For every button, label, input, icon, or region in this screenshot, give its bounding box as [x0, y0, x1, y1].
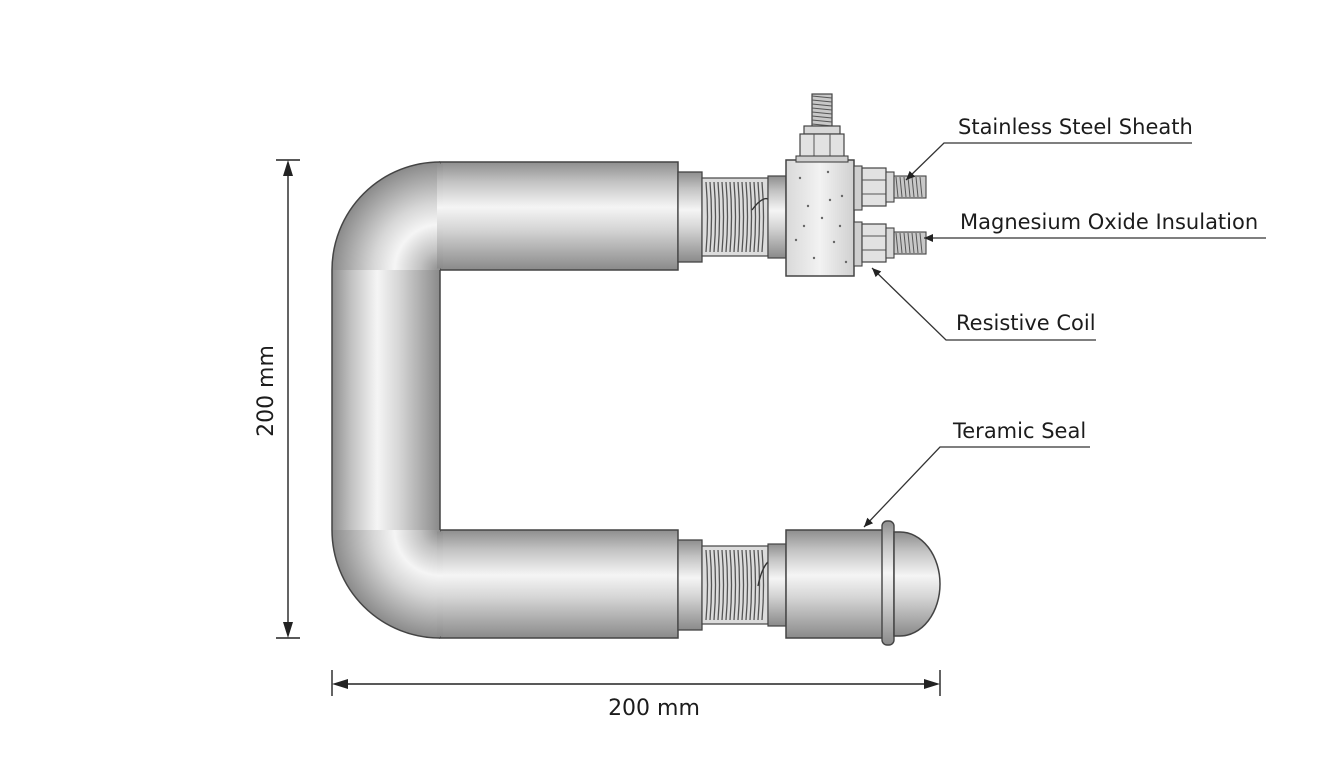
callout-coil: Resistive Coil — [871, 267, 1096, 341]
callout-seal: Teramic Seal — [863, 419, 1090, 528]
end-cap-dome — [893, 531, 941, 637]
tube-bottom-straight — [439, 529, 679, 639]
top-terminal-stud — [795, 93, 849, 163]
height-dimension: 200 mm — [254, 159, 300, 639]
width-dimension: 200 mm — [331, 670, 941, 721]
label-magnesium-oxide-insulation: Magnesium Oxide Insulation — [960, 210, 1258, 234]
terminal-block — [785, 159, 855, 277]
bottom-collar — [677, 539, 703, 631]
top-collar — [677, 171, 703, 263]
ceramic-seal-flange — [881, 520, 895, 646]
tube-bottom-bend — [332, 530, 440, 638]
tube-top-bend — [332, 162, 440, 270]
right-terminal-stud-lower — [853, 221, 927, 267]
bottom-end-assembly — [677, 520, 941, 646]
right-terminal-stud-upper — [853, 165, 927, 211]
callout-insulation: Magnesium Oxide Insulation — [924, 210, 1266, 242]
insulation-speckles — [794, 170, 848, 264]
tube-top-straight — [439, 161, 679, 271]
top-resistive-coil — [705, 181, 765, 253]
u-tube-sheath — [331, 161, 679, 639]
top-end-assembly — [677, 93, 927, 277]
height-dimension-label: 200 mm — [254, 345, 279, 437]
callout-sheath: Stainless Steel Sheath — [905, 115, 1193, 181]
label-resistive-coil: Resistive Coil — [956, 311, 1096, 335]
label-stainless-steel-sheath: Stainless Steel Sheath — [958, 115, 1193, 139]
end-cap-body — [785, 529, 887, 639]
bottom-resistive-coil — [705, 549, 765, 621]
label-teramic-seal: Teramic Seal — [952, 419, 1086, 443]
width-dimension-label: 200 mm — [608, 696, 700, 721]
tube-left-vertical — [332, 270, 440, 530]
